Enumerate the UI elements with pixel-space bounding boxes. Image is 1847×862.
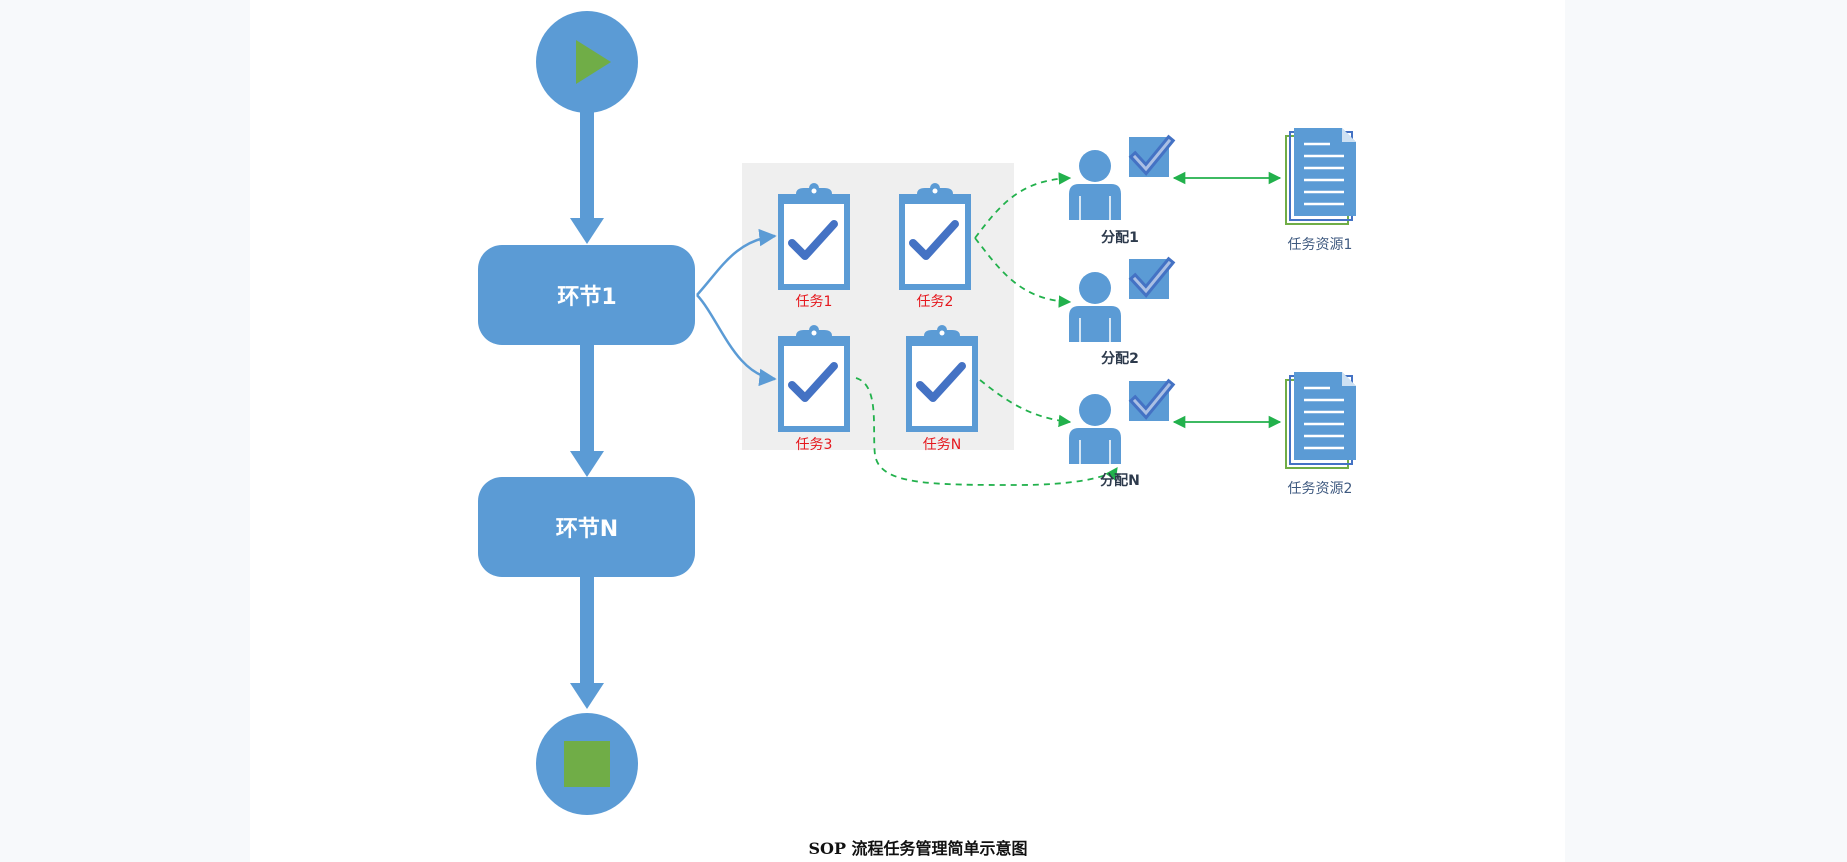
- task3-label: 任务3: [795, 437, 833, 453]
- main-flow-arrows: [570, 112, 604, 709]
- right-band: [1565, 0, 1847, 862]
- assigneeN-label: 分配N: [1100, 473, 1140, 489]
- assignee1-check-icon[interactable]: [1129, 137, 1169, 177]
- resource2-label: 任务资源2: [1287, 481, 1353, 497]
- flow-arrow-stepN-end: [580, 577, 594, 685]
- task1-clipboard-icon[interactable]: [778, 183, 850, 290]
- task1-label: 任务1: [795, 294, 833, 310]
- step1-box[interactable]: [478, 245, 695, 345]
- stepN-box[interactable]: [478, 477, 695, 577]
- step1-label: 环节1: [557, 285, 617, 310]
- link-step1-task1: [696, 228, 777, 296]
- stop-icon: [564, 741, 610, 787]
- resource2-document-icon[interactable]: [1284, 370, 1358, 470]
- taskN-label: 任务N: [922, 437, 962, 453]
- flow-arrow-start-step1: [580, 112, 594, 220]
- assignee2-check-icon[interactable]: [1129, 259, 1169, 299]
- task2-label: 任务2: [916, 294, 954, 310]
- resource1-label: 任务资源1: [1287, 237, 1353, 253]
- link-step1-task3: [696, 294, 777, 387]
- resource1-document-icon[interactable]: [1284, 126, 1358, 226]
- taskN-clipboard-icon[interactable]: [906, 325, 978, 432]
- stepN-label: 环节N: [555, 517, 619, 542]
- left-band: [0, 0, 250, 862]
- flow-arrow-step1-stepN: [580, 345, 594, 453]
- assignee1-label: 分配1: [1101, 230, 1139, 246]
- assignee2-label: 分配2: [1101, 351, 1139, 367]
- assigneeN-check-icon[interactable]: [1129, 381, 1169, 421]
- task3-clipboard-icon[interactable]: [778, 325, 850, 432]
- start-node[interactable]: [536, 11, 638, 113]
- assignment-links: [855, 172, 1118, 486]
- task2-clipboard-icon[interactable]: [899, 183, 971, 290]
- end-node[interactable]: [536, 713, 638, 815]
- diagram-caption: SOP 流程任务管理简单示意图: [808, 839, 1028, 858]
- play-icon: [576, 40, 611, 84]
